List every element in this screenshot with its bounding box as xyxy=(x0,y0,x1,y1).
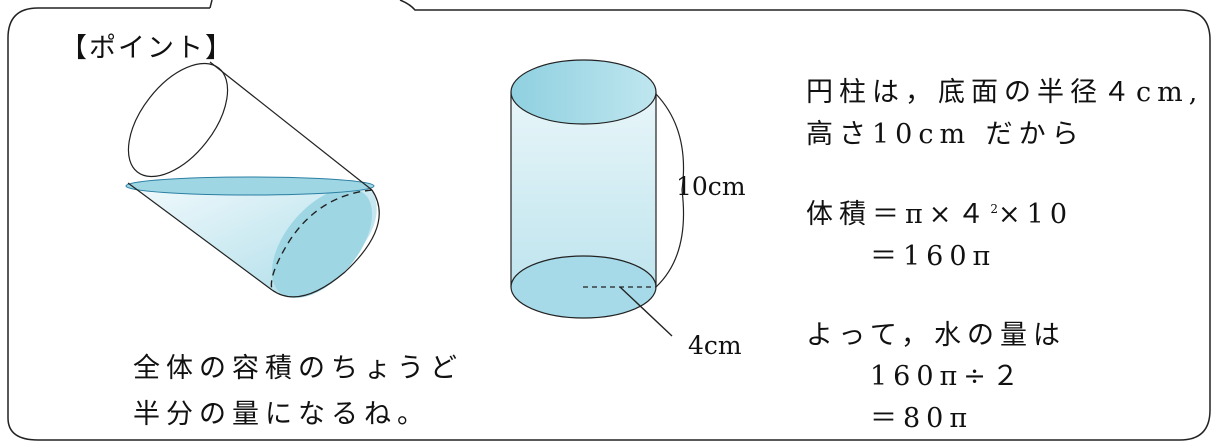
caption-line-2: 半分の量になるね。 xyxy=(133,399,430,430)
upright-cylinder xyxy=(510,59,685,337)
cylinder-top xyxy=(510,59,657,125)
volume-prefix: 体積＝π×４ xyxy=(806,199,991,230)
height-label: 10cm xyxy=(676,172,746,201)
radius-label: 4cm xyxy=(688,331,742,360)
height-bracket xyxy=(655,93,685,288)
caption-line-1: 全体の容積のちょうど xyxy=(133,353,463,384)
tilted-bottom-hidden xyxy=(270,189,373,291)
tilted-side-lower xyxy=(127,182,273,291)
radius-pointer xyxy=(619,286,673,337)
tilted-top-rim xyxy=(127,62,229,178)
volume-suffix: ×10 xyxy=(998,199,1073,230)
point-heading: 【ポイント】 xyxy=(60,33,234,64)
tilted-cylinder xyxy=(125,61,380,298)
tilted-water-bottom xyxy=(271,188,373,298)
bubble-tail-left xyxy=(209,0,213,9)
water-expression: 160π÷２ xyxy=(870,361,1025,392)
explanation-line-2: 高さ10cm だから xyxy=(806,119,1085,150)
explanation-line-1: 円柱は，底面の半径４cm, xyxy=(806,77,1204,108)
tilted-water-surface xyxy=(125,176,375,196)
volume-equation: 体積＝π×４2×10 xyxy=(806,192,1073,231)
water-result: ＝80π xyxy=(870,403,974,434)
volume-exponent: 2 xyxy=(990,202,999,216)
bubble-frame xyxy=(7,0,1211,441)
tilted-side-upper xyxy=(209,61,373,191)
volume-result: ＝160π xyxy=(870,241,997,272)
tilted-bottom-visible xyxy=(271,189,380,298)
water-intro: よって，水の量は xyxy=(806,320,1066,351)
